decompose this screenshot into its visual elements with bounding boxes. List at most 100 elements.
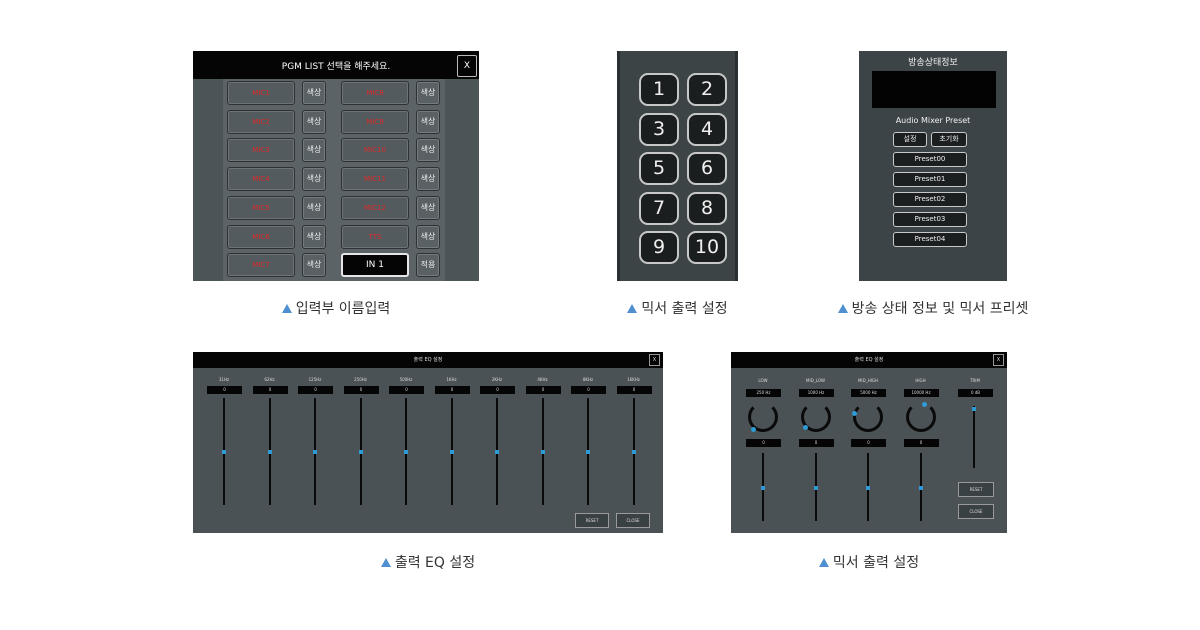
triangle-icon bbox=[627, 304, 638, 313]
preset-button[interactable]: Preset01 bbox=[893, 172, 967, 187]
eq-slider-handle[interactable] bbox=[313, 450, 317, 454]
triangle-icon bbox=[281, 304, 292, 313]
color-button[interactable]: 색상 bbox=[302, 224, 326, 249]
input-name-button[interactable]: MIC3 bbox=[227, 138, 295, 163]
input-name-button[interactable]: MIC11 bbox=[341, 167, 409, 192]
input-name-button[interactable]: MIC6 bbox=[227, 224, 295, 249]
color-button[interactable]: 색상 bbox=[302, 167, 326, 192]
gain-dial[interactable] bbox=[800, 402, 831, 432]
channel-frequency: 10000 Hz bbox=[903, 389, 939, 397]
gain-dial[interactable] bbox=[905, 402, 936, 432]
number-key-3[interactable]: 3 bbox=[639, 112, 679, 146]
channel-slider-handle[interactable] bbox=[918, 486, 923, 490]
input-name-button[interactable]: MIC12 bbox=[341, 195, 409, 220]
eq-band-label: 250Hz bbox=[354, 377, 367, 382]
gain-dial[interactable] bbox=[853, 402, 883, 432]
color-button[interactable]: 색상 bbox=[416, 167, 440, 192]
pgm-list-panel: PGM LIST 선택을 해주세요. X MIC1 색상 MIC8 색상 MIC2 색상 M… bbox=[193, 51, 479, 281]
pgm-list-close-button[interactable]: X bbox=[457, 55, 477, 77]
input-name-button[interactable]: IN 1 bbox=[341, 253, 409, 278]
color-button[interactable]: 색상 bbox=[302, 253, 326, 278]
number-key-5[interactable]: 5 bbox=[639, 152, 679, 185]
eq-slider-handle[interactable] bbox=[404, 450, 408, 454]
number-key-10[interactable]: 10 bbox=[687, 231, 727, 264]
number-key-2[interactable]: 2 bbox=[687, 73, 727, 106]
eq-slider-handle[interactable] bbox=[540, 450, 545, 454]
gain-dial[interactable] bbox=[748, 402, 778, 432]
eq-slider-handle[interactable] bbox=[495, 450, 499, 454]
input-name-button[interactable]: MIC5 bbox=[227, 195, 295, 220]
channel-value: 0 bbox=[798, 439, 834, 447]
apply-button[interactable]: 적용 bbox=[416, 253, 440, 278]
eq-band-value: 0 bbox=[252, 386, 288, 394]
color-button[interactable]: 색상 bbox=[302, 138, 326, 163]
eq-slider-handle[interactable] bbox=[631, 450, 636, 454]
color-button[interactable]: 색상 bbox=[416, 195, 440, 220]
eq-band-value: 0 bbox=[571, 386, 606, 394]
number-key-4[interactable]: 4 bbox=[687, 112, 727, 146]
channel-frequency: 5000 Hz bbox=[851, 389, 886, 397]
preset-set-button[interactable]: 설정 bbox=[893, 132, 927, 147]
eq-slider-handle[interactable] bbox=[358, 450, 363, 454]
channel-slider-handle[interactable] bbox=[866, 486, 870, 490]
numpad-right-edge bbox=[735, 51, 738, 281]
channel-label: MID_LOW bbox=[806, 378, 825, 383]
input-name-button[interactable]: MIC4 bbox=[227, 167, 295, 192]
input-name-button[interactable]: TTS bbox=[341, 224, 409, 249]
dial-indicator bbox=[922, 402, 927, 407]
color-button[interactable]: 색상 bbox=[416, 109, 440, 134]
trim-slider-track[interactable] bbox=[973, 406, 975, 468]
input-name-button[interactable]: MIC1 bbox=[227, 81, 295, 105]
preset-button[interactable]: Preset04 bbox=[893, 232, 967, 247]
input-name-button[interactable]: MIC10 bbox=[341, 138, 409, 163]
color-button[interactable]: 색상 bbox=[416, 81, 440, 105]
channel-slider-handle[interactable] bbox=[813, 486, 818, 490]
mixer-output-close-icon[interactable]: X bbox=[993, 354, 1004, 366]
color-button[interactable]: 색상 bbox=[416, 138, 440, 163]
color-button[interactable]: 색상 bbox=[416, 224, 440, 249]
number-key-9[interactable]: 9 bbox=[639, 231, 679, 264]
input-name-button[interactable]: MIC2 bbox=[227, 109, 295, 134]
preset-button[interactable]: Preset02 bbox=[893, 192, 967, 207]
input-name-button[interactable]: MIC7 bbox=[227, 253, 295, 278]
triangle-icon bbox=[380, 558, 391, 567]
number-key-8[interactable]: 8 bbox=[687, 191, 727, 225]
eq-close-icon[interactable]: X bbox=[649, 354, 660, 366]
preset-button[interactable]: Preset00 bbox=[893, 152, 967, 167]
trim-slider-handle[interactable] bbox=[972, 407, 976, 411]
mixer-close-button[interactable]: CLOSE bbox=[958, 504, 994, 519]
eq-band-value: 0 bbox=[298, 386, 333, 394]
eq-band-label: 125Hz bbox=[308, 377, 322, 382]
color-button[interactable]: 색상 bbox=[302, 109, 326, 134]
color-button[interactable]: 색상 bbox=[302, 195, 326, 220]
pgm-list-caption-text: 입력부 이름입력 bbox=[295, 301, 391, 317]
dial-indicator bbox=[803, 425, 808, 430]
number-key-1[interactable]: 1 bbox=[639, 73, 679, 106]
mixer-reset-button[interactable]: RESET bbox=[958, 482, 994, 497]
eq-reset-button[interactable]: RESET bbox=[575, 513, 609, 528]
eq-slider-handle[interactable] bbox=[222, 450, 226, 454]
triangle-icon bbox=[818, 558, 829, 567]
eq-band-value: 0 bbox=[480, 386, 515, 394]
eq-slider-handle[interactable] bbox=[267, 450, 272, 454]
eq-slider-handle[interactable] bbox=[449, 450, 454, 454]
number-key-6[interactable]: 6 bbox=[687, 152, 727, 185]
eq-close-button[interactable]: CLOSE bbox=[616, 513, 650, 528]
channel-slider-handle[interactable] bbox=[761, 486, 765, 490]
input-name-button[interactable]: MIC8 bbox=[341, 81, 409, 105]
eq-band-value: 0 bbox=[207, 386, 242, 394]
input-name-button[interactable]: MIC9 bbox=[341, 109, 409, 134]
pgm-list-titlebar: PGM LIST 선택을 해주세요. X bbox=[193, 51, 479, 79]
number-key-7[interactable]: 7 bbox=[639, 191, 679, 225]
eq-band-label: 2KHz bbox=[491, 377, 503, 382]
eq-slider-handle[interactable] bbox=[586, 450, 590, 454]
eq-band-label: 16KHz bbox=[627, 377, 640, 382]
eq-band-value: 0 bbox=[434, 386, 470, 394]
color-button[interactable]: 색상 bbox=[302, 81, 326, 105]
preset-reset-button[interactable]: 초기화 bbox=[931, 132, 967, 147]
preset-button[interactable]: Preset03 bbox=[893, 212, 967, 227]
mixer-output-title: 출력 EQ 설정 bbox=[854, 357, 884, 363]
